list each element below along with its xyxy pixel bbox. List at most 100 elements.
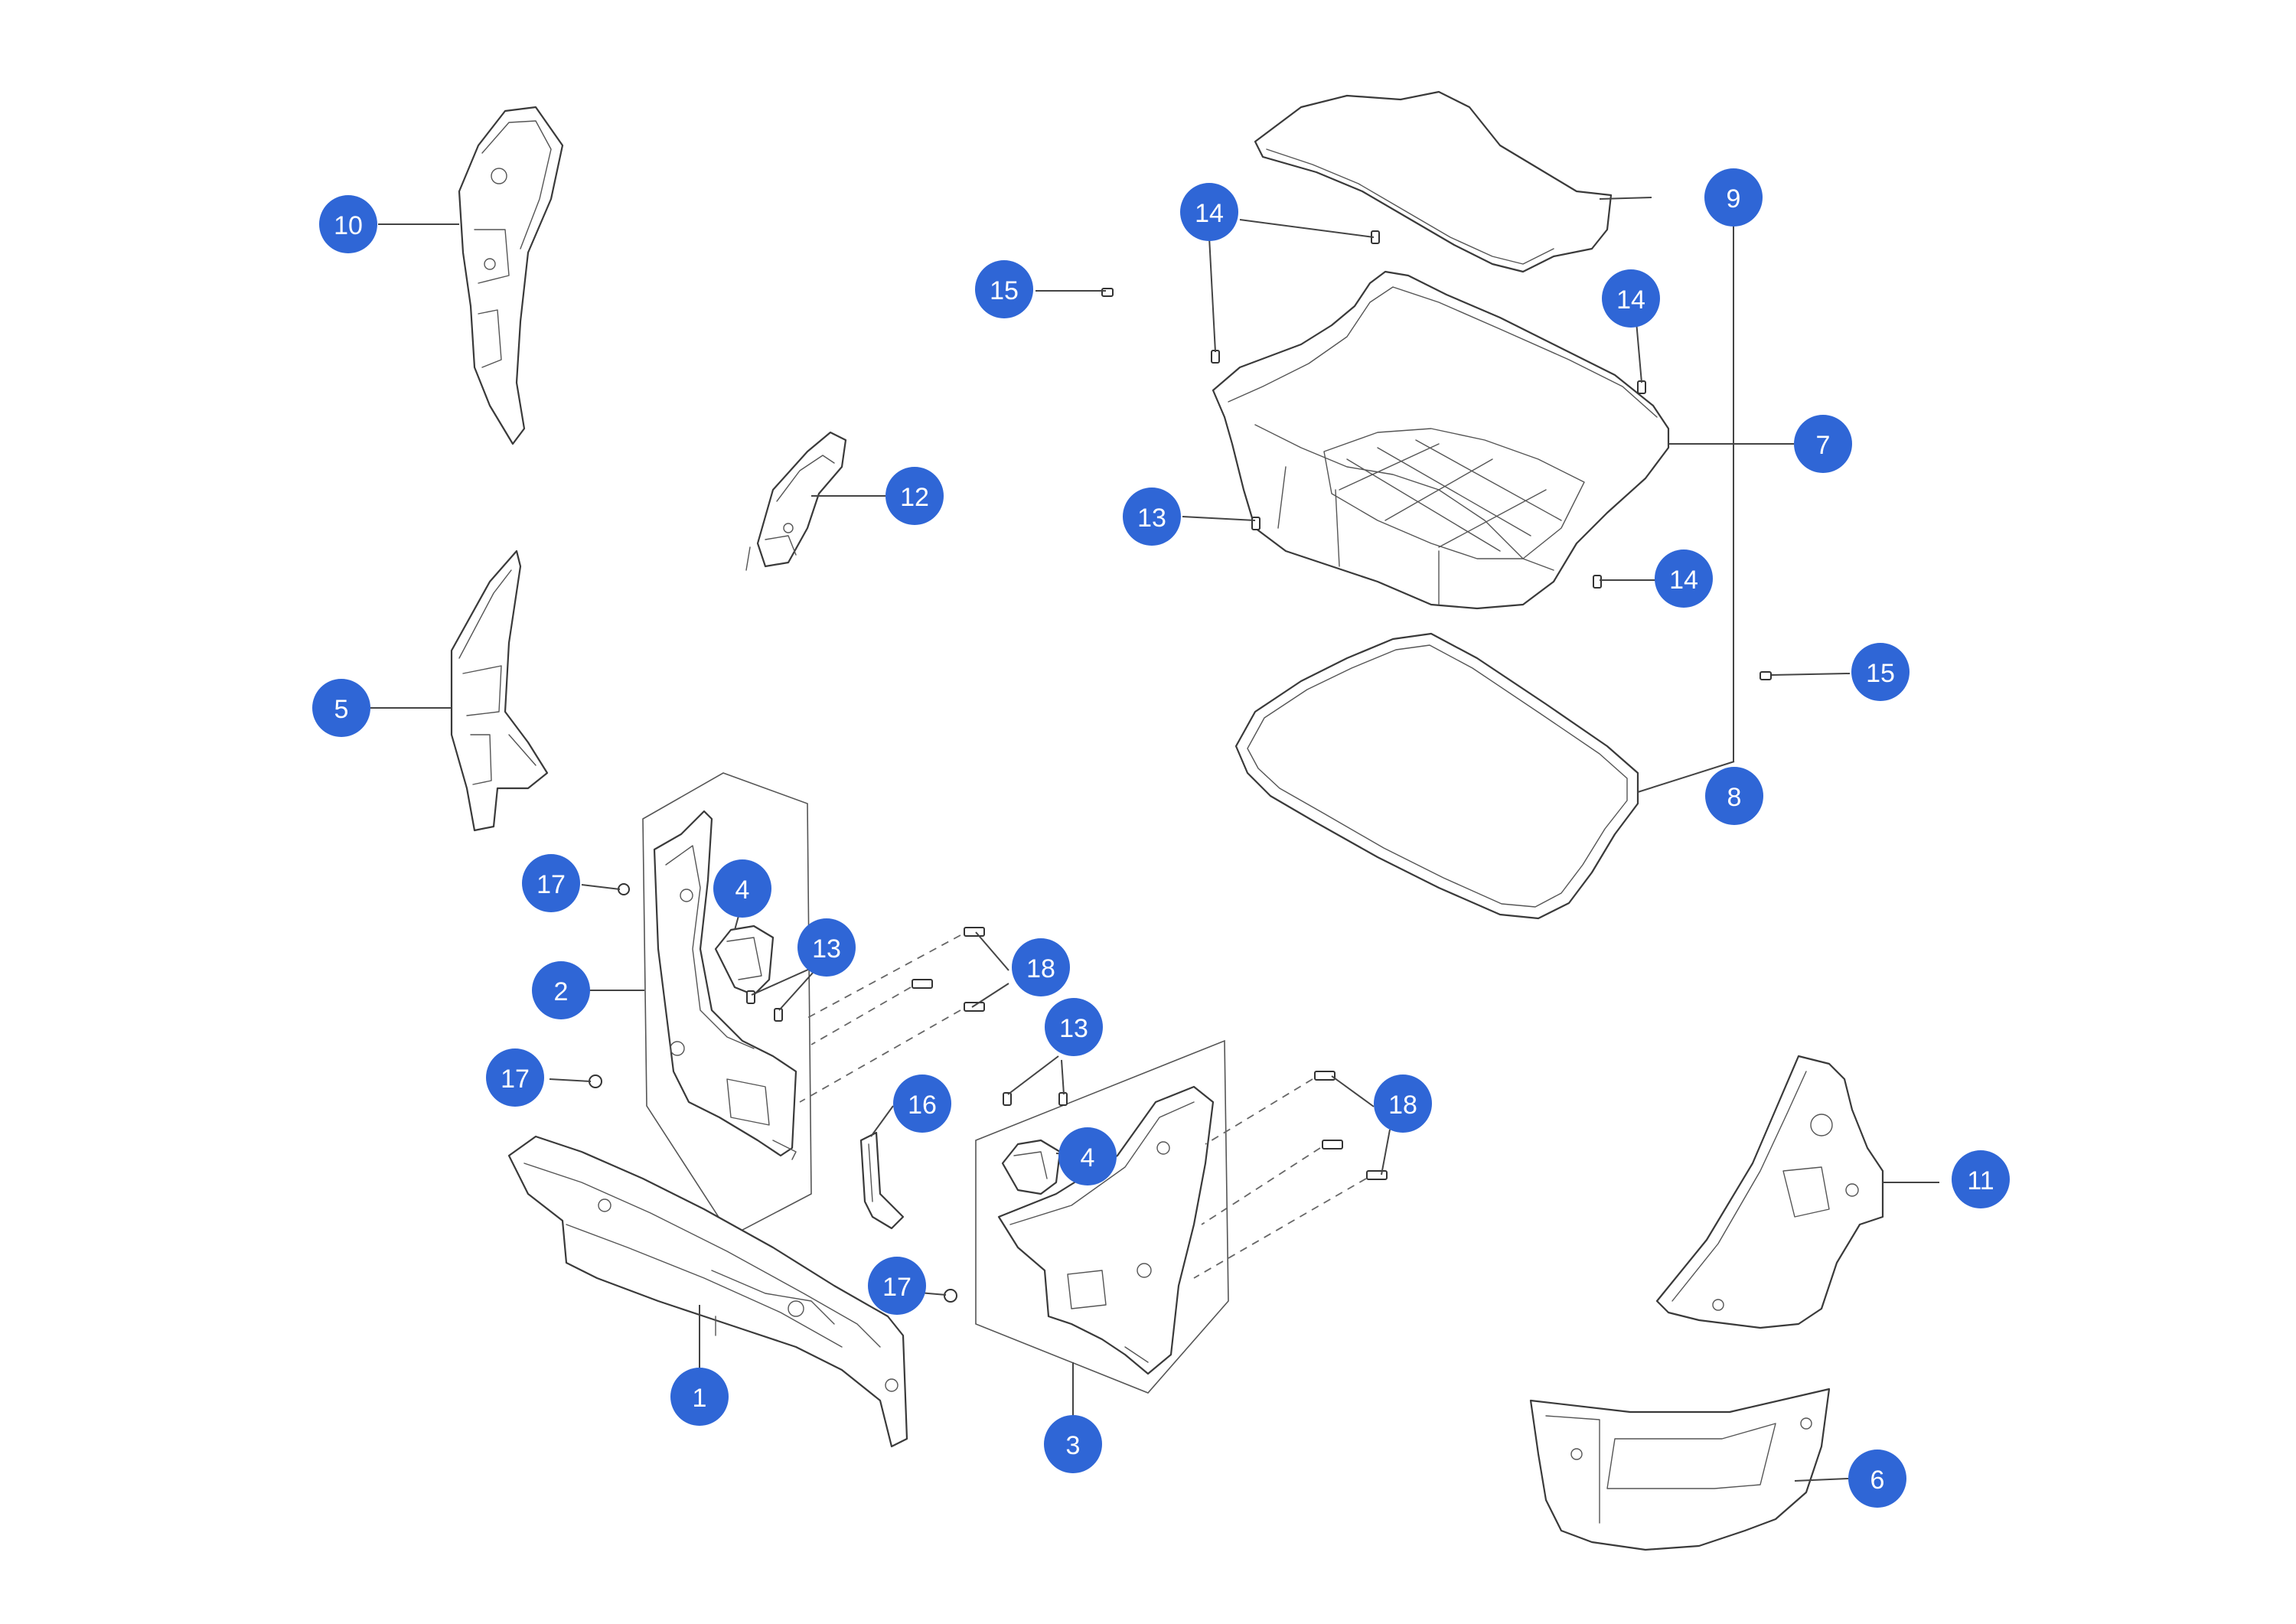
callout-circle xyxy=(1952,1150,2010,1208)
callout-label: 14 xyxy=(1195,199,1224,228)
callout-circle xyxy=(1058,1127,1117,1185)
callout-circle xyxy=(1851,643,1910,701)
callout-circle xyxy=(1794,415,1852,473)
callout-label: 3 xyxy=(1066,1431,1081,1460)
callout-circle xyxy=(1655,549,1713,608)
callout-12: 12 xyxy=(885,467,944,525)
callout-label: 12 xyxy=(900,483,929,512)
part-1-cross-member xyxy=(507,1135,908,1448)
callout-6: 6 xyxy=(1848,1450,1906,1508)
callout-circle xyxy=(1123,488,1181,546)
callout-circle xyxy=(486,1048,544,1107)
callout-label: 17 xyxy=(501,1065,530,1094)
callout-label: 15 xyxy=(1866,659,1895,688)
callout-11: 11 xyxy=(1952,1150,2010,1208)
callout-label: 18 xyxy=(1388,1091,1417,1120)
callout-label: 4 xyxy=(1081,1143,1095,1172)
callout-label: 17 xyxy=(536,870,566,899)
callout-13-middle: 13 xyxy=(797,918,856,977)
callout-17-top: 17 xyxy=(522,854,580,912)
callout-circle xyxy=(1848,1450,1906,1508)
callout-13-upper: 13 xyxy=(1123,488,1181,546)
callout-circle xyxy=(868,1257,926,1315)
callout-8: 8 xyxy=(1705,767,1763,825)
callout-label: 7 xyxy=(1816,431,1831,460)
callout-circle xyxy=(1044,1415,1102,1473)
callout-label: 14 xyxy=(1669,566,1698,595)
callout-label: 17 xyxy=(882,1273,912,1302)
callout-5: 5 xyxy=(312,679,370,737)
part-8-seal-ring xyxy=(1234,632,1639,920)
callout-circle xyxy=(670,1368,729,1426)
callout-16: 16 xyxy=(893,1075,951,1133)
callout-label: 9 xyxy=(1727,184,1741,214)
callout-circle xyxy=(319,195,377,253)
callout-label: 11 xyxy=(1967,1166,1994,1195)
callout-label: 2 xyxy=(554,977,569,1006)
callout-label: 15 xyxy=(990,276,1019,305)
callout-circle xyxy=(975,260,1033,318)
callout-label: 5 xyxy=(334,695,349,724)
callout-circle xyxy=(522,854,580,912)
callout-4-lower: 4 xyxy=(1058,1127,1117,1185)
callout-circle xyxy=(713,859,771,918)
callout-4-upper: 4 xyxy=(713,859,771,918)
callout-2: 2 xyxy=(532,961,590,1019)
callout-circle xyxy=(797,918,856,977)
part-3-side-member xyxy=(997,1085,1215,1375)
callout-circle xyxy=(885,467,944,525)
callout-14-bottom: 14 xyxy=(1655,549,1713,608)
callout-label: 13 xyxy=(1059,1014,1088,1043)
callout-label: 8 xyxy=(1727,783,1742,812)
callout-circle xyxy=(1180,183,1238,241)
part-2-side-member xyxy=(653,810,797,1160)
part-3-assembly-frame xyxy=(975,1039,1229,1394)
fasteners xyxy=(589,230,1772,1303)
part-4-gusset-lower xyxy=(1001,1139,1062,1195)
callout-7: 7 xyxy=(1794,415,1852,473)
part-4-gusset-upper xyxy=(714,925,775,996)
callout-circle xyxy=(1704,168,1763,227)
callout-9: 9 xyxy=(1704,168,1763,227)
callout-circle xyxy=(1012,938,1070,996)
callout-17-bottom: 17 xyxy=(868,1257,926,1315)
callout-circle xyxy=(893,1075,951,1133)
part-9-cover-mat xyxy=(1254,90,1613,273)
callout-14-top: 14 xyxy=(1180,183,1238,241)
callout-14-right: 14 xyxy=(1602,269,1660,328)
callout-18-right: 18 xyxy=(1374,1075,1432,1133)
part-11-rear-panel xyxy=(1655,1055,1884,1329)
callout-circle xyxy=(1602,269,1660,328)
callout-18-left: 18 xyxy=(1012,938,1070,996)
callout-15-left: 15 xyxy=(975,260,1033,318)
part-10-pillar-panel xyxy=(458,106,564,445)
callout-label: 13 xyxy=(1137,504,1166,533)
callout-10: 10 xyxy=(319,195,377,253)
callout-circle xyxy=(312,679,370,737)
callout-label: 4 xyxy=(735,876,750,905)
callout-label: 10 xyxy=(334,211,363,240)
callout-circle xyxy=(532,961,590,1019)
callout-circle xyxy=(1705,767,1763,825)
callout-circle xyxy=(1374,1075,1432,1133)
part-6-trim-panel xyxy=(1529,1388,1831,1551)
part-5-inner-pillar xyxy=(450,549,549,832)
callout-3: 3 xyxy=(1044,1415,1102,1473)
callout-label: 13 xyxy=(812,934,841,964)
part-2-assembly-frame xyxy=(642,772,812,1238)
callout-13-lower: 13 xyxy=(1045,998,1103,1056)
alignment-lines xyxy=(799,934,1367,1279)
callout-1: 1 xyxy=(670,1368,729,1426)
callout-17-middle: 17 xyxy=(486,1048,544,1107)
callout-label: 18 xyxy=(1026,954,1055,983)
callout-circle xyxy=(1045,998,1103,1056)
part-12-bracket xyxy=(745,431,847,571)
callout-label: 14 xyxy=(1616,285,1645,315)
callout-15-right: 15 xyxy=(1851,643,1910,701)
callout-label: 16 xyxy=(908,1091,937,1120)
part-16-strap xyxy=(859,1131,905,1230)
callout-label: 1 xyxy=(693,1384,707,1413)
callout-label: 6 xyxy=(1870,1466,1885,1495)
part-7-storage-tub xyxy=(1212,270,1670,610)
